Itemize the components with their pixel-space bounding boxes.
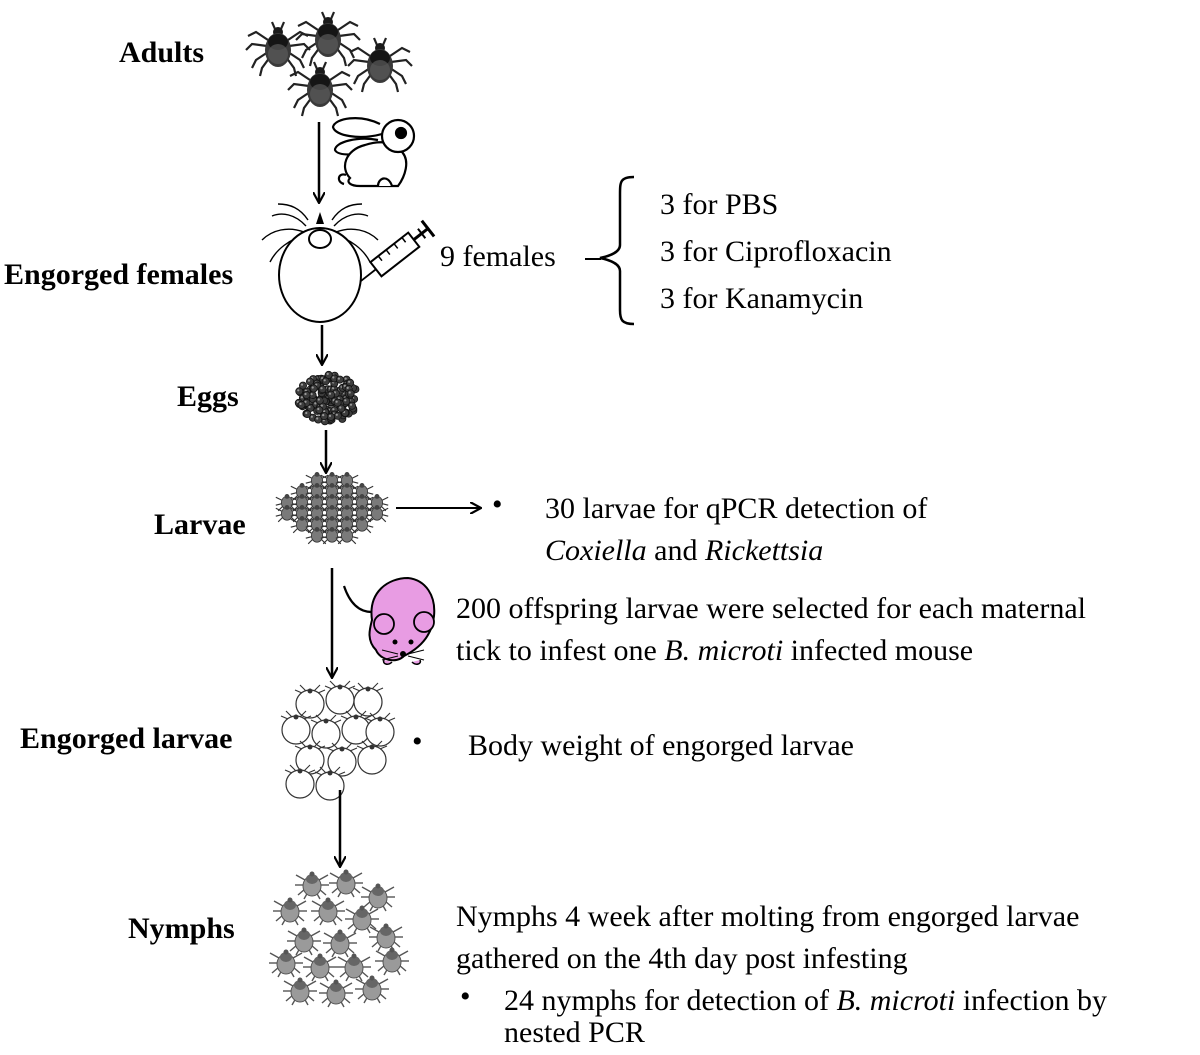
nymph-note-line3: 24 nymphs for detection of B. microti in… (504, 980, 1107, 1022)
stage-label-engorged-females: Engorged females (4, 258, 234, 291)
rabbit-icon (331, 117, 416, 188)
group-brace (599, 175, 635, 326)
mouse-note-text-c: infected mouse (783, 634, 974, 667)
group-kanamycin: 3 for Kanamycin (660, 282, 864, 315)
nymph-note-text-c: infection by (955, 984, 1107, 1017)
nymph-note-line1: Nymphs 4 week after molting from engorge… (456, 900, 1080, 933)
females-count-label: 9 females (440, 240, 556, 273)
nymph-icon (268, 868, 410, 1008)
qpcr-note-line1: 30 larvae for qPCR detection of (545, 492, 928, 525)
tick-icon (244, 10, 414, 118)
qpcr-note-line2: Coxiella and Rickettsia (545, 530, 823, 572)
bullet-marker: • (460, 980, 471, 1013)
mouse-note-line1: 200 offspring larvae were selected for e… (456, 592, 1086, 625)
nymph-note-text-a: 24 nymphs for detection of (504, 984, 837, 1017)
stage-label-engorged-larvae: Engorged larvae (20, 722, 233, 755)
stage-label-larvae: Larvae (154, 508, 246, 541)
nymph-note-line2: gathered on the 4th day post infesting (456, 942, 908, 975)
stage-label-adults: Adults (119, 36, 205, 69)
nymph-note-line4: nested PCR (504, 1016, 645, 1049)
b-microti-name: B. microti (836, 984, 956, 1017)
stage-label-eggs: Eggs (177, 380, 239, 413)
larvae-icon (275, 471, 389, 545)
syringe-icon (359, 219, 436, 283)
bullet-marker: • (412, 725, 423, 758)
mouse-icon (342, 576, 436, 665)
bullet-marker: • (492, 488, 503, 521)
b-microti-name: B. microti (664, 634, 784, 667)
engorged-larvae-icon (280, 680, 396, 801)
coxiella-name: Coxiella (545, 534, 647, 567)
mouse-note-text-a: tick to infest one (456, 634, 665, 667)
and-word: and (646, 534, 705, 567)
mouse-note-line2: tick to infest one B. microti infected m… (456, 630, 973, 672)
group-pbs: 3 for PBS (660, 188, 779, 221)
stage-label-nymphs: Nymphs (128, 912, 235, 945)
group-ciprofloxacin: 3 for Ciprofloxacin (660, 235, 892, 268)
rickettsia-name: Rickettsia (704, 534, 824, 567)
eggs-icon (294, 370, 360, 426)
body-weight-note: Body weight of engorged larvae (468, 729, 855, 762)
engorged-female-icon (261, 203, 379, 323)
